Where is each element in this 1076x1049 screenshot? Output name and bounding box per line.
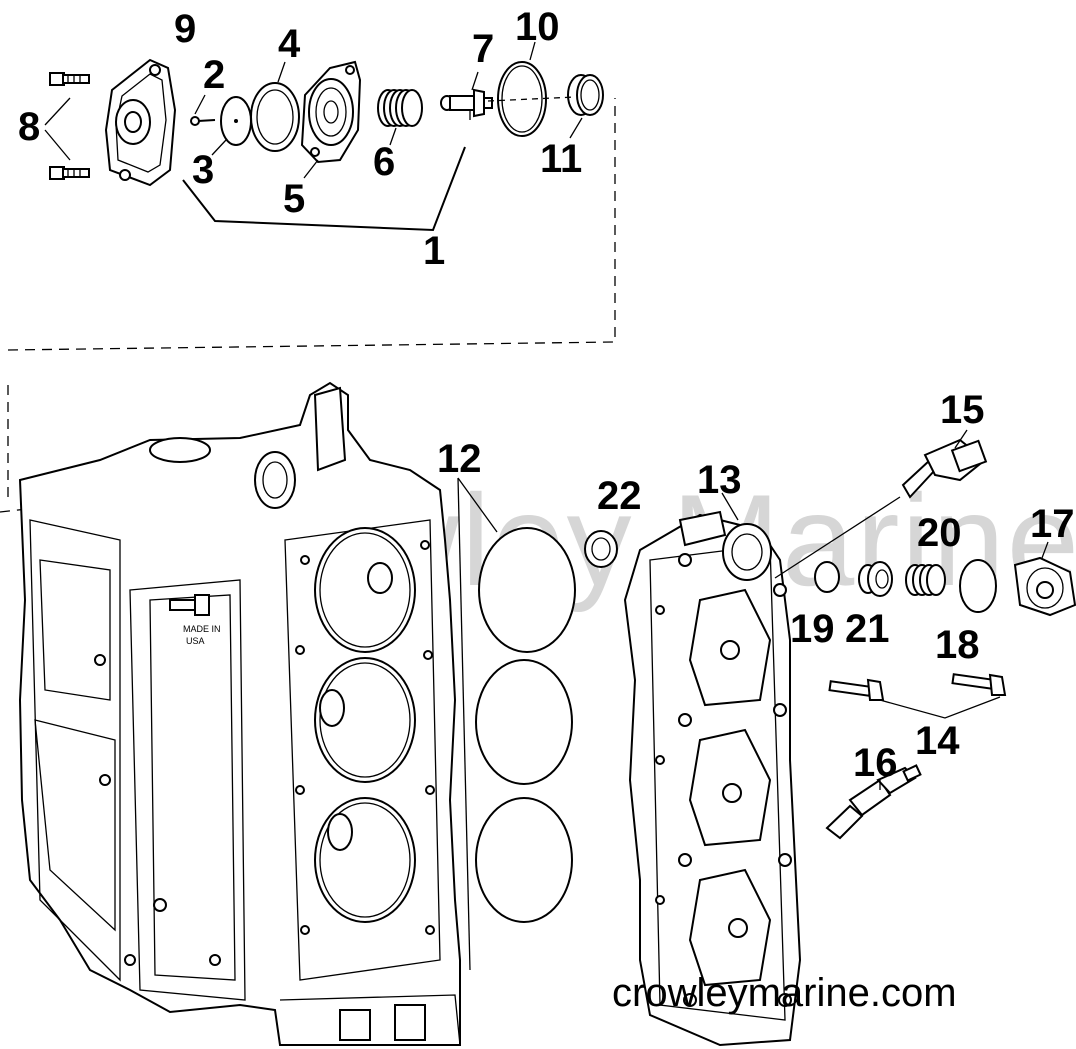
thermostat-cover (104, 58, 177, 187)
leader-12b (457, 477, 471, 971)
callout-6: 6 (373, 140, 395, 184)
cylinder-head (623, 510, 802, 1047)
kit-dashed-border (7, 98, 616, 351)
callout-18: 18 (935, 623, 980, 667)
temperature-sensor (901, 438, 988, 499)
callout-13: 13 (697, 458, 742, 502)
callout-4: 4 (278, 22, 301, 66)
callout-7: 7 (472, 27, 494, 71)
valve-disc-center (234, 119, 238, 123)
leader-15-axis (774, 496, 901, 579)
leader-6 (389, 127, 397, 146)
leader-14 (879, 696, 1001, 719)
gasket-ring-2 (475, 659, 573, 785)
callout-8: 8 (18, 105, 40, 149)
kit-bracket-line (182, 146, 466, 232)
leader-15 (954, 429, 968, 449)
head-bolt-left (828, 678, 885, 701)
gasket-ring-3 (475, 797, 573, 923)
bolt-lower (49, 166, 90, 180)
bolt-upper (49, 72, 90, 86)
callout-16: 16 (853, 741, 898, 785)
leader-10 (529, 41, 536, 61)
callout-15: 15 (940, 388, 985, 432)
callout-11: 11 (540, 137, 582, 181)
cover-o-ring (959, 559, 997, 613)
gasket-ring-1 (478, 527, 576, 653)
callout-14: 14 (915, 719, 960, 763)
callout-5: 5 (283, 177, 305, 221)
leader-12a (457, 477, 498, 533)
thermostat-housing (300, 60, 362, 164)
diaphragm (250, 82, 300, 152)
cylinder-block (18, 381, 461, 1046)
leader-3 (211, 139, 227, 156)
block-stamp-line1: MADE IN (183, 624, 221, 634)
leader-11 (569, 117, 583, 139)
thermostat-cap (1013, 556, 1076, 617)
callout-3: 3 (192, 148, 214, 192)
leader-13 (721, 492, 739, 521)
pin (190, 116, 216, 126)
spring (377, 89, 423, 127)
callout-12: 12 (437, 437, 482, 481)
callout-20: 20 (917, 511, 962, 555)
axis-dash-top (487, 96, 576, 102)
leader-7 (471, 71, 479, 91)
leader-8b (44, 129, 71, 161)
leader-17 (1041, 541, 1049, 559)
leader-4 (277, 61, 286, 83)
leader-5 (303, 159, 319, 179)
callout-17: 17 (1030, 502, 1075, 546)
callout-10: 10 (515, 5, 560, 49)
seal-ring (567, 74, 604, 116)
callout-19: 19 (790, 607, 835, 651)
thermostat-spring (905, 564, 946, 596)
callout-2: 2 (203, 53, 225, 97)
block-stamp-line2: USA (186, 636, 205, 646)
callout-1: 1 (423, 229, 445, 273)
head-bolt-right (951, 673, 1007, 696)
leader-2 (194, 94, 206, 115)
callout-9: 9 (174, 7, 196, 51)
hose-fitting (440, 88, 493, 120)
small-o-ring (814, 561, 840, 593)
footer-url: crowleymarine.com (612, 971, 957, 1015)
washer (584, 530, 618, 568)
callout-22: 22 (597, 474, 642, 518)
callout-21: 21 (845, 607, 890, 651)
thermostat (858, 561, 893, 597)
leader-8a (44, 97, 71, 126)
